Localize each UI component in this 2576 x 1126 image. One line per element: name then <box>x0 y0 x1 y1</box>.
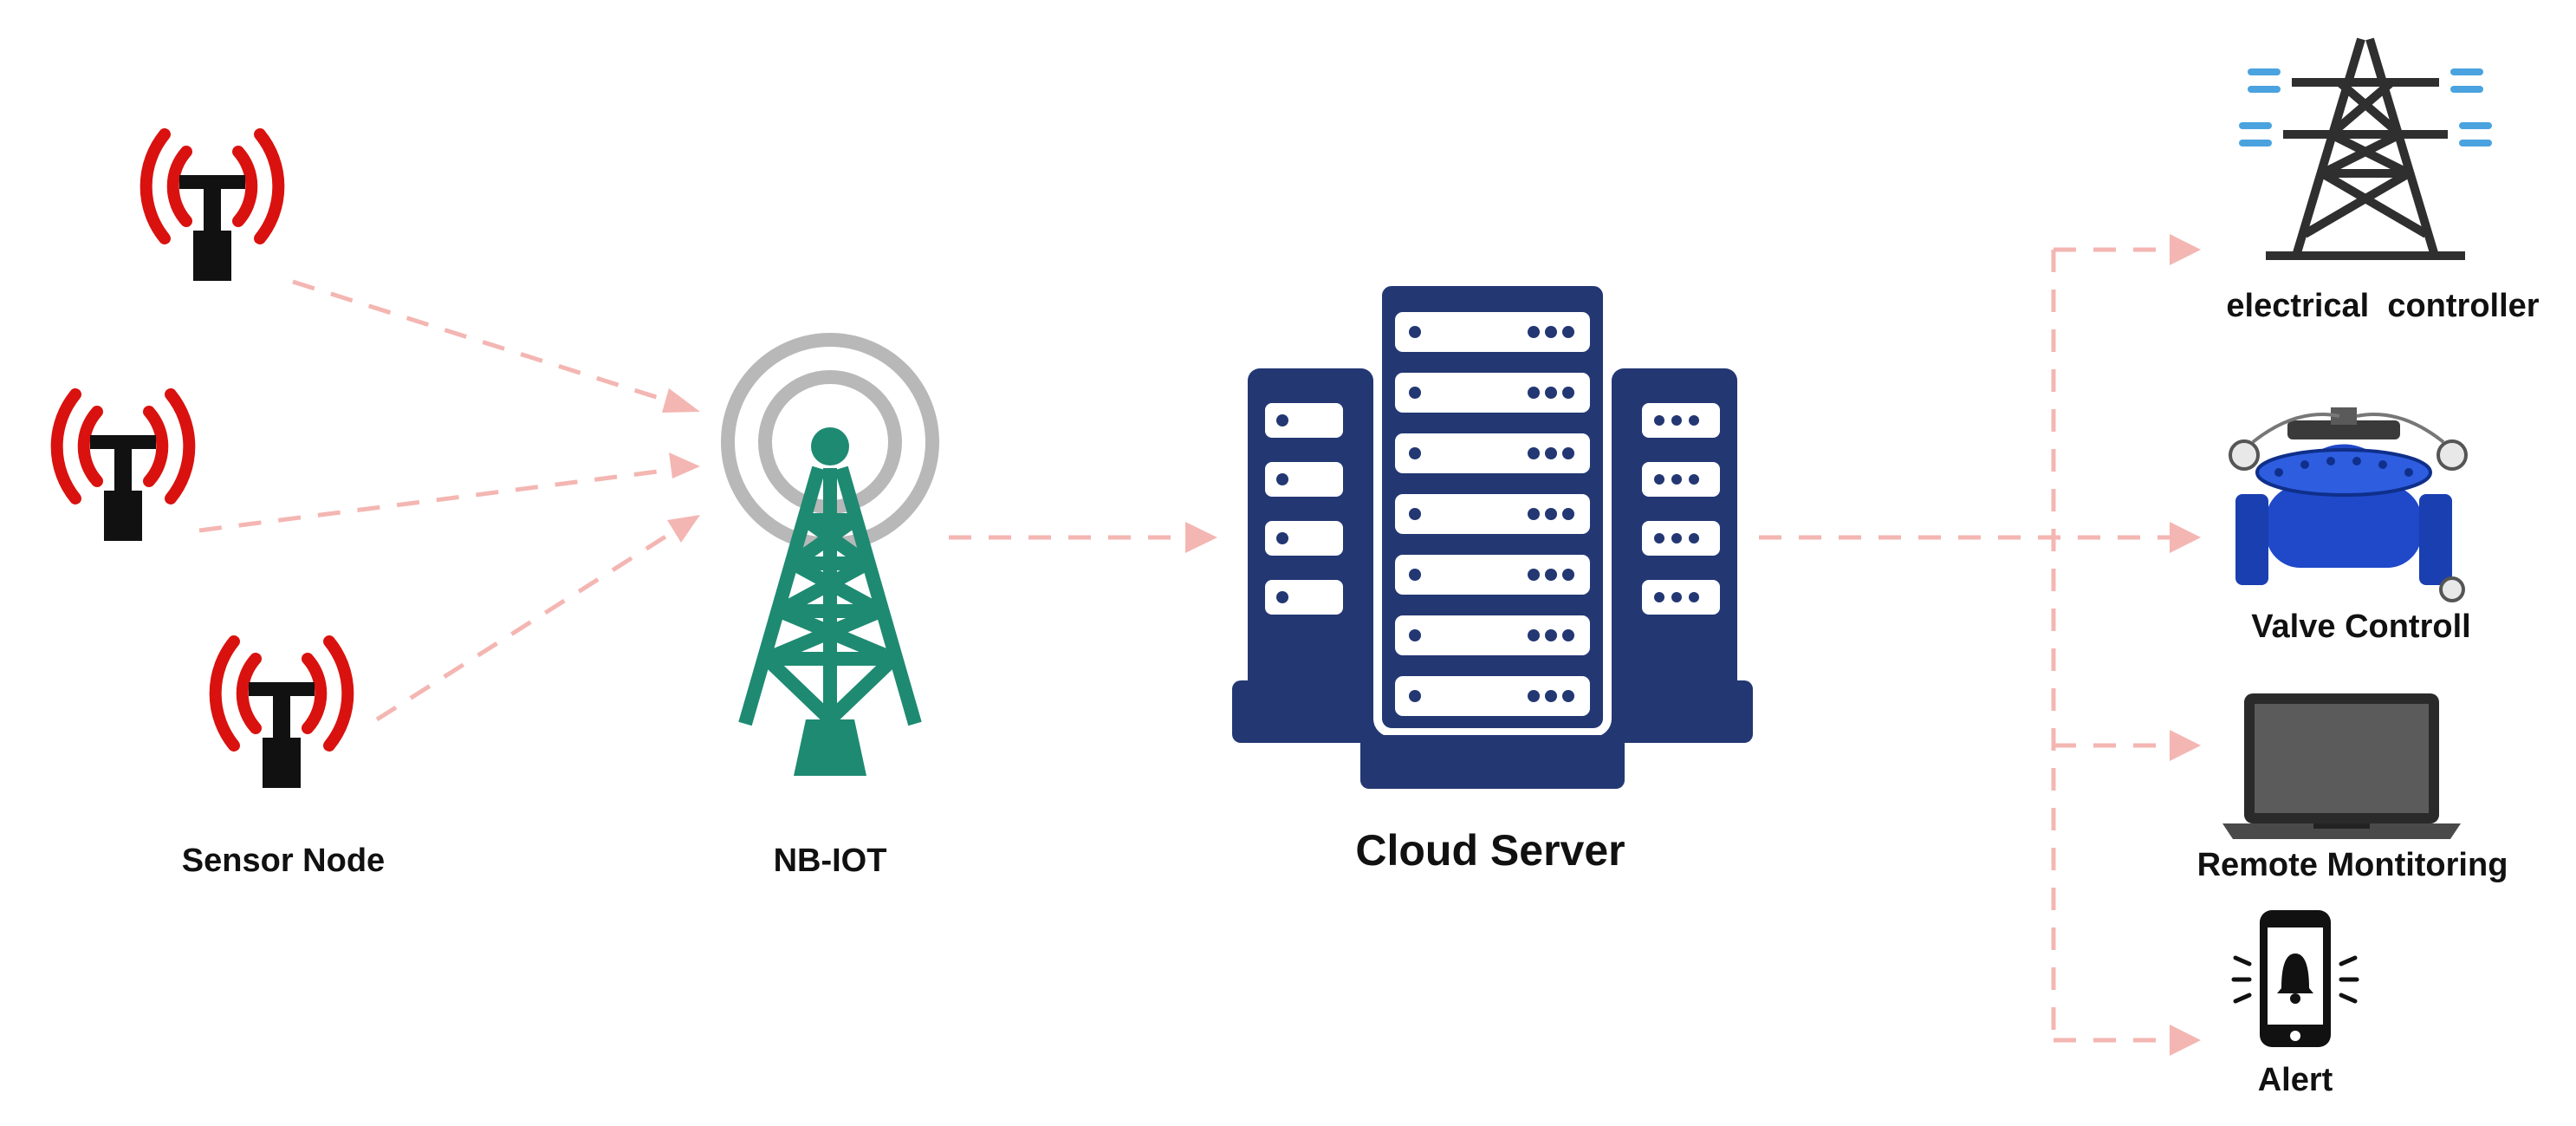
alert-label: Alert <box>2258 1062 2333 1098</box>
arrow-sensor3-to-nbiot <box>375 515 700 722</box>
server-rack-icon <box>1232 277 1753 789</box>
sensor-node-label: Sensor Node <box>182 843 385 879</box>
electrical-controller-label: electrical controller <box>2226 288 2539 324</box>
valve-icon <box>2229 407 2468 602</box>
arrow-to-remote-monitoring <box>2054 730 2201 761</box>
sensor-node-1 <box>146 134 279 281</box>
sensor-antenna-icon <box>146 134 279 281</box>
arrow-to-electrical-controller <box>2054 234 2201 265</box>
arrow-sensor1-to-nbiot <box>292 279 700 413</box>
sensor-antenna-icon <box>216 641 348 788</box>
cell-tower-icon <box>721 333 939 776</box>
arrow-nbiot-to-cloud <box>949 522 1217 553</box>
transmission-tower-icon <box>2239 37 2492 260</box>
arrow-sensor2-to-nbiot <box>198 452 700 533</box>
laptop-icon <box>2222 693 2461 839</box>
connection-arrows <box>198 234 2201 1056</box>
arrow-cloud-to-outputs <box>1759 522 2201 553</box>
nbiot-label: NB-IOT <box>774 843 887 879</box>
sensor-antenna-icon <box>57 394 190 541</box>
valve-controll-label: Valve Controll <box>2251 609 2470 645</box>
cloud-server-label: Cloud Server <box>1355 826 1625 875</box>
arrow-to-alert <box>2054 1025 2201 1056</box>
sensor-node-2 <box>57 394 190 541</box>
sensor-node-3 <box>216 641 348 788</box>
phone-alert-icon <box>2231 910 2359 1047</box>
remote-monitoring-label: Remote Montitoring <box>2197 847 2508 883</box>
